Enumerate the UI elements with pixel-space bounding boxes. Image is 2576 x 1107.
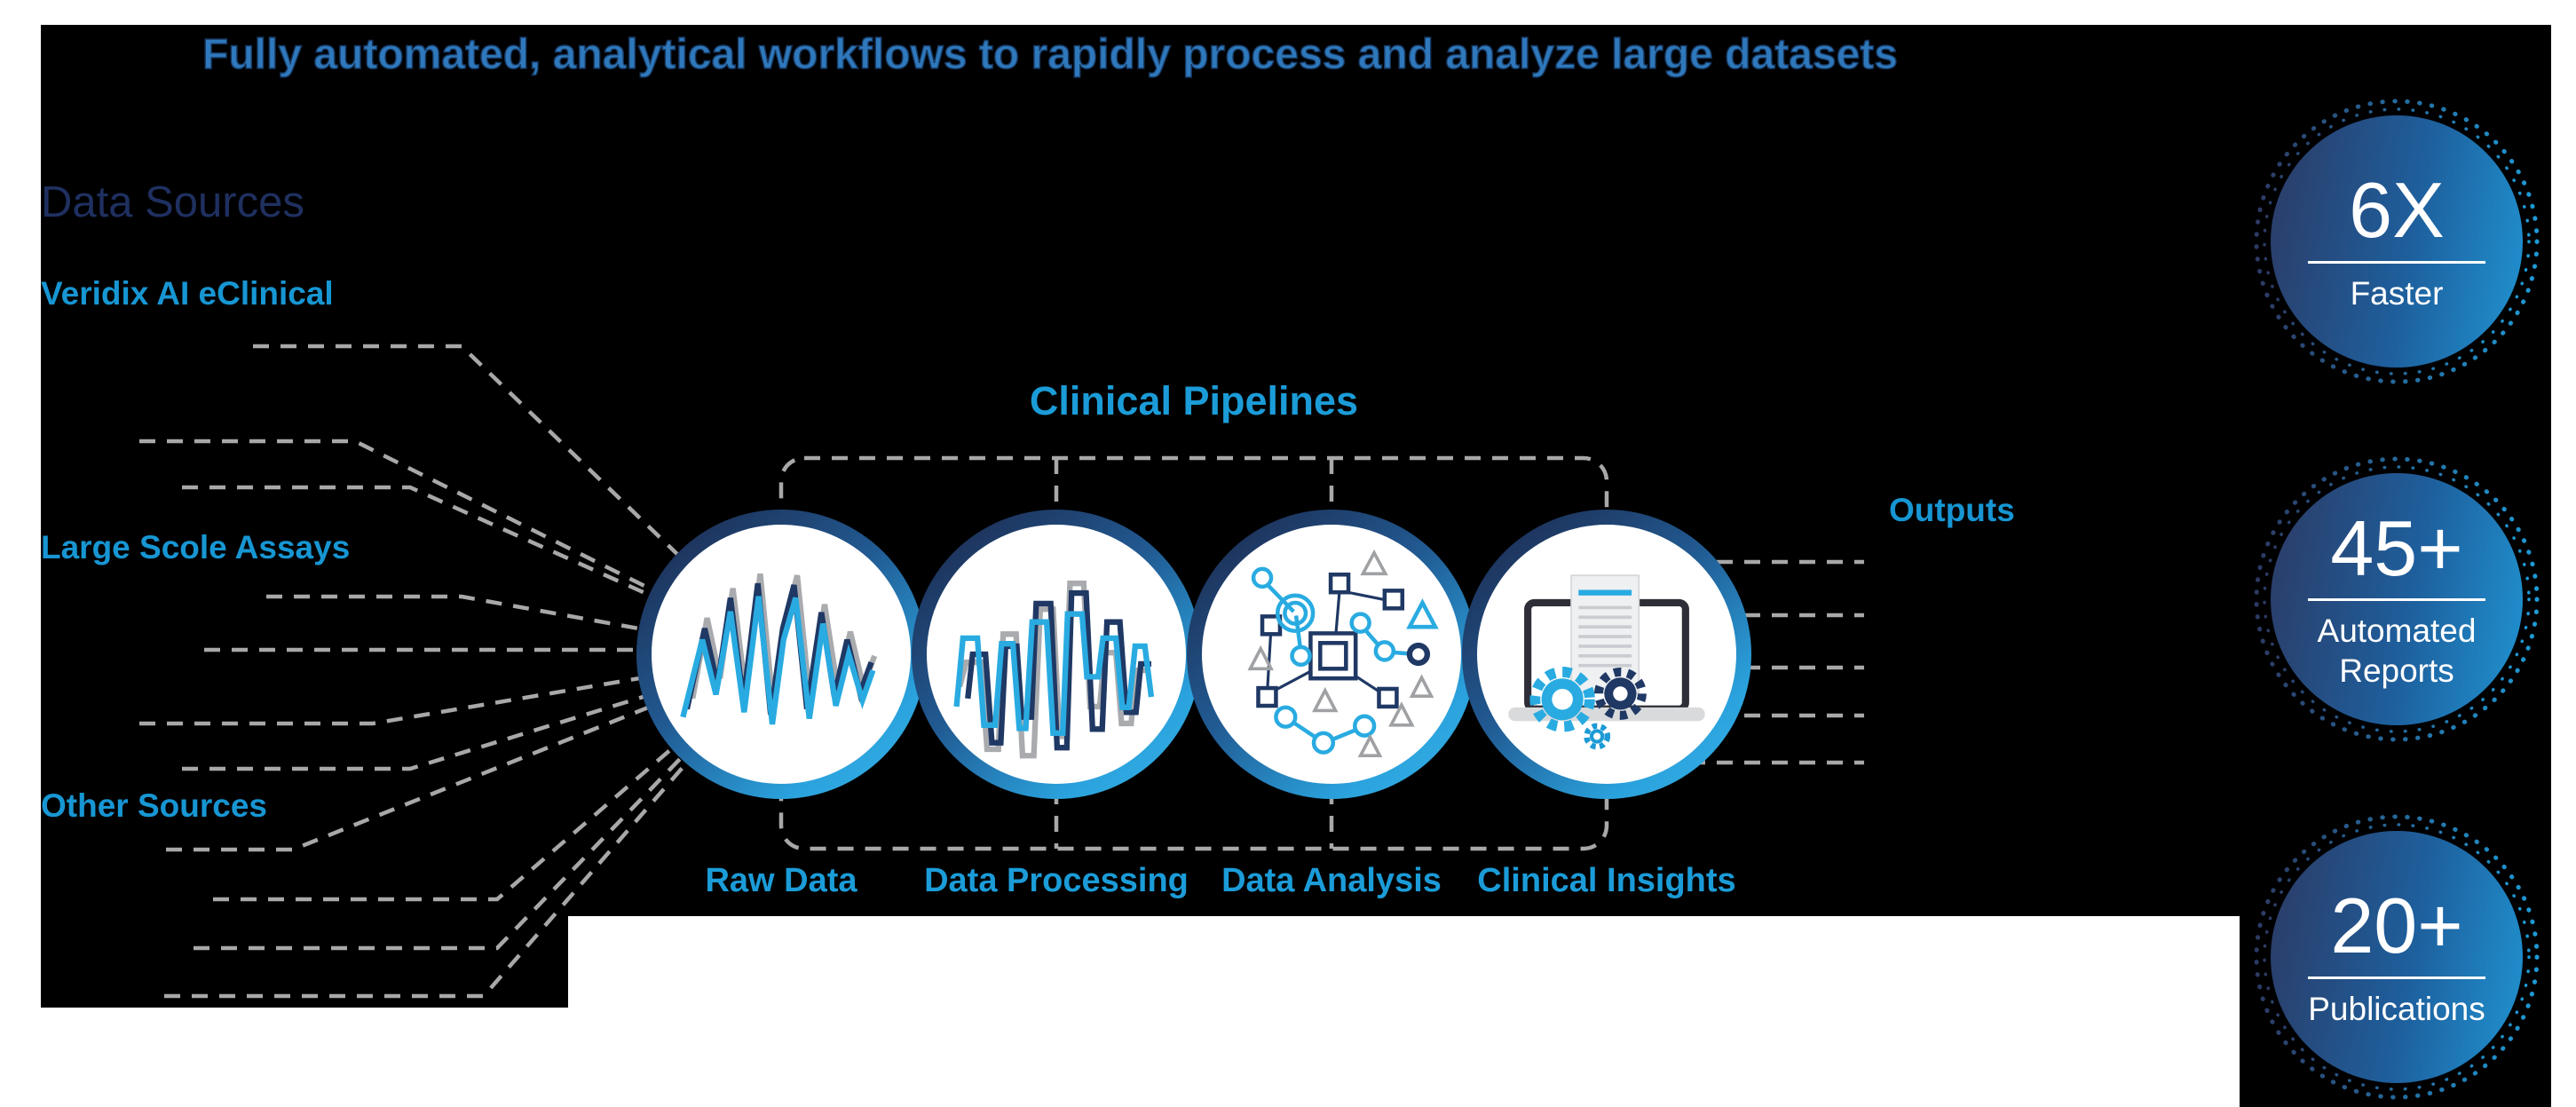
step-chart-icon bbox=[953, 581, 1155, 759]
stat-value: 6X bbox=[2349, 166, 2445, 255]
data-sources-heading: Data Sources bbox=[41, 178, 304, 226]
stage-circle-raw-data bbox=[636, 510, 926, 799]
line-chart-icon bbox=[680, 573, 878, 725]
gear-icon bbox=[1584, 723, 1611, 750]
laptop-report-icon bbox=[1508, 574, 1705, 750]
dotted-ring-icon bbox=[2254, 456, 2540, 742]
stat-label: Reports bbox=[2339, 652, 2454, 689]
stat-badge-publications: 20+ Publications bbox=[2250, 810, 2543, 1103]
stage-circle-data-processing bbox=[912, 510, 1201, 799]
source-label-veridix: Veridix AI eClinical bbox=[41, 275, 334, 312]
stat-label: Publications bbox=[2308, 990, 2485, 1027]
network-graph-icon bbox=[1247, 549, 1439, 758]
dotted-ring-icon bbox=[2254, 814, 2540, 1100]
dotted-ring-icon bbox=[2254, 99, 2540, 384]
stage-label-raw-data: Raw Data bbox=[705, 862, 857, 899]
stat-circle bbox=[2271, 115, 2523, 368]
clinical-pipelines-heading: Clinical Pipelines bbox=[1029, 378, 1359, 423]
stage-label-data-processing: Data Processing bbox=[924, 862, 1189, 899]
stat-value: 20+ bbox=[2330, 882, 2463, 970]
stat-label: Faster bbox=[2350, 274, 2444, 312]
stat-badge-faster: 6X Faster bbox=[2250, 95, 2543, 388]
bottom-left-background-panel bbox=[41, 916, 568, 1008]
stat-circle bbox=[2271, 831, 2523, 1083]
stage-circle-data-analysis bbox=[1187, 510, 1476, 799]
source-label-large-scale-assays: Large Scole Assays bbox=[41, 529, 351, 565]
slide-title: Fully automated, analytical workflows to… bbox=[201, 30, 1898, 78]
stat-divider bbox=[2308, 598, 2485, 602]
outputs-heading: Outputs bbox=[1889, 492, 2015, 528]
stage-circle-clinical-insights bbox=[1462, 510, 1751, 799]
stage-label-clinical-insights: Clinical Insights bbox=[1477, 862, 1736, 899]
main-background-panel bbox=[41, 25, 2281, 916]
stage-label-data-analysis: Data Analysis bbox=[1221, 862, 1442, 899]
stat-value: 45+ bbox=[2330, 503, 2463, 592]
stat-label: Automated bbox=[2317, 613, 2477, 650]
stat-divider bbox=[2308, 260, 2485, 264]
stat-divider bbox=[2308, 976, 2485, 979]
stat-badge-automated-reports: 45+ Automated Reports bbox=[2250, 453, 2543, 746]
source-label-other-sources: Other Sources bbox=[41, 787, 267, 824]
